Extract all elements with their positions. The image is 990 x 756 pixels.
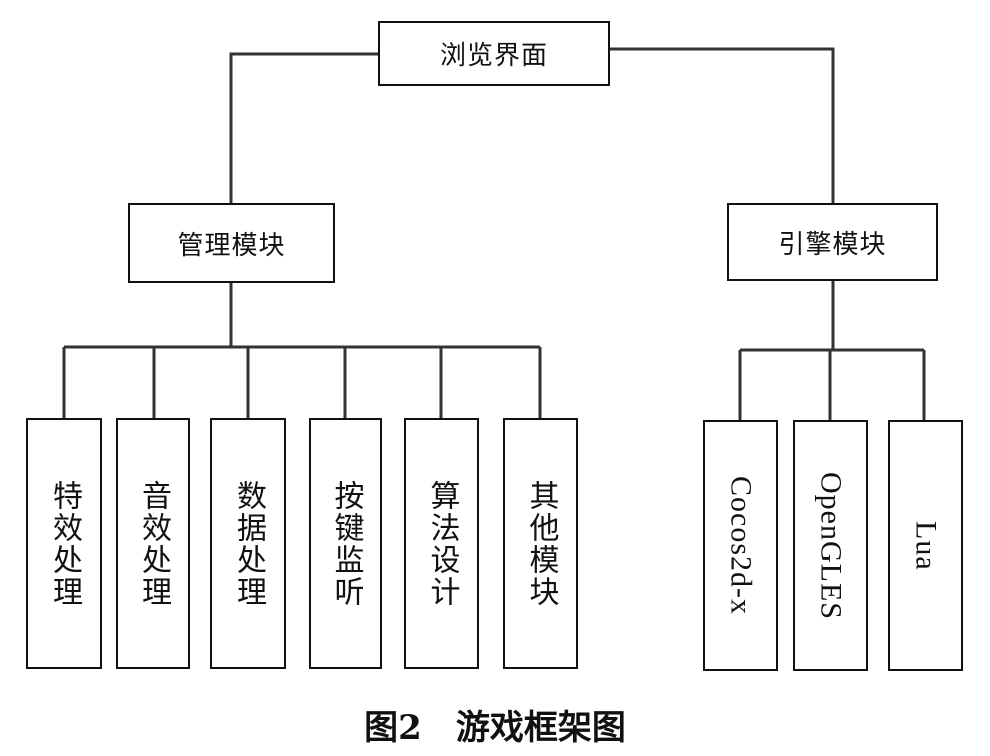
root-node-label: 浏览界面 [439, 41, 548, 71]
management-child-effects: 特效处理 [26, 418, 102, 669]
management-child-label: 特效处理 [47, 479, 82, 608]
management-child-label: 其他模块 [523, 479, 559, 608]
engine-child-label: Lua [909, 520, 943, 571]
engine-child-opengles: OpenGLES [793, 420, 868, 671]
management-child-audio: 音效处理 [116, 418, 190, 669]
management-child-other: 其他模块 [503, 418, 578, 669]
figure-caption: 图2 游戏框架图 [364, 708, 626, 748]
management-child-label: 数据处理 [231, 479, 266, 608]
management-node-label: 管理模块 [177, 230, 286, 261]
engine-node-label: 引擎模块 [778, 229, 887, 260]
engine-child-lua: Lua [888, 420, 963, 671]
management-child-label: 算法设计 [424, 479, 460, 608]
edge-root-engine [610, 47, 835, 203]
management-child-data: 数据处理 [210, 418, 286, 669]
engine-child-cocos2d-x: Cocos2d-x [703, 420, 778, 671]
engine-child-label: Cocos2d-x [724, 476, 758, 615]
management-node: 管理模块 [128, 203, 335, 283]
management-child-keys: 按键监听 [309, 418, 382, 669]
engine-node: 引擎模块 [727, 203, 938, 281]
root-node: 浏览界面 [378, 21, 610, 86]
engine-child-label: OpenGLES [814, 471, 848, 620]
edge-root-management [229, 52, 378, 203]
management-child-label: 音效处理 [136, 479, 171, 608]
management-child-algorithm: 算法设计 [404, 418, 479, 669]
management-child-label: 按键监听 [328, 479, 364, 608]
